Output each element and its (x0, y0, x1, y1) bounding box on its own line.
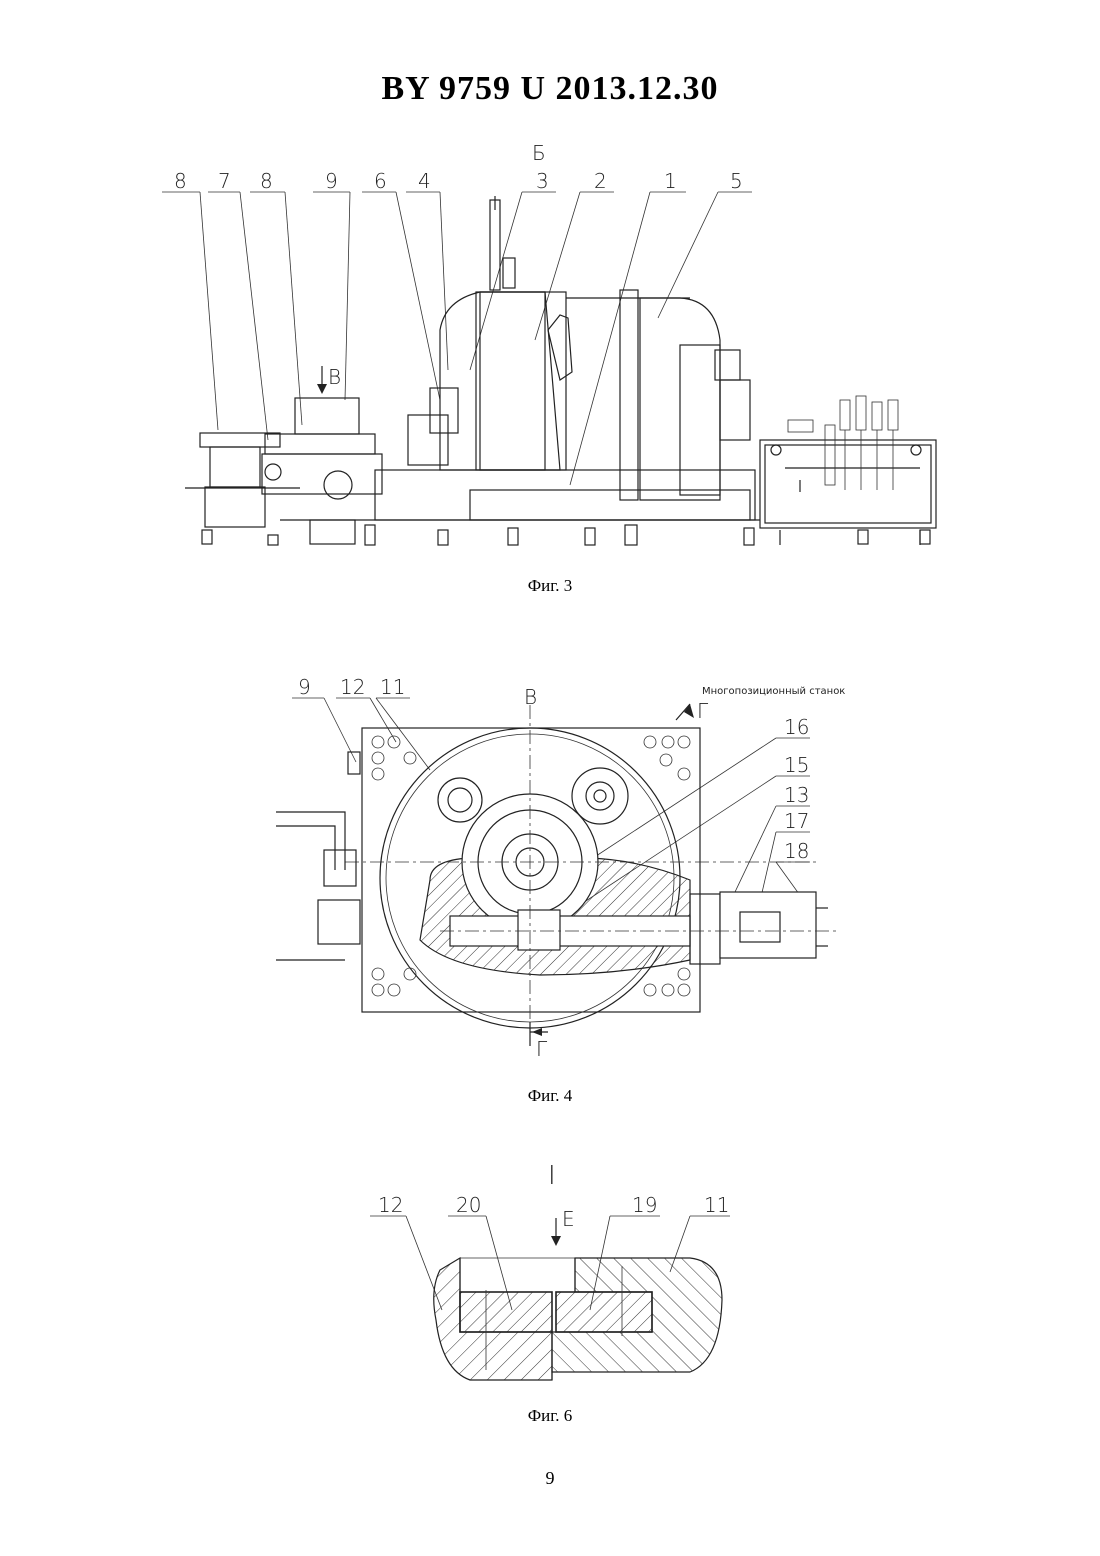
page-number: 9 (0, 1468, 1100, 1489)
callout: 8 (260, 169, 273, 193)
machine-note: Многопозиционный станок (702, 686, 845, 697)
callout: 11 (704, 1193, 729, 1217)
figure-3-drawing: Б 8 7 8 9 6 4 3 2 1 5 В (0, 130, 1100, 560)
svg-text:Е: Е (562, 1207, 575, 1231)
callout: 19 (632, 1193, 657, 1217)
svg-text:Г: Г (697, 699, 709, 723)
callout: 11 (380, 675, 405, 699)
callout: 9 (325, 169, 338, 193)
callout: 17 (784, 809, 809, 833)
callout: 5 (730, 169, 743, 193)
view-label-b: Б (532, 141, 546, 165)
callout: 8 (174, 169, 187, 193)
callout: 12 (340, 675, 365, 699)
view-arrow-v: В (317, 365, 341, 394)
figure-6-drawing: I Е 12 20 19 11 (0, 1150, 1100, 1400)
part-19 (556, 1292, 652, 1332)
callout: 3 (536, 169, 549, 193)
section-marker-top: Г (676, 699, 709, 723)
detail-label: I (548, 1161, 556, 1191)
view-label-v: В (524, 685, 537, 709)
fig3-caption: Фиг. 3 (0, 576, 1100, 596)
callout: 9 (298, 675, 311, 699)
tool-heads (788, 396, 898, 490)
pneumatic-valves (276, 752, 360, 960)
part-20 (460, 1292, 552, 1332)
fig3-callouts: 8 7 8 9 6 4 3 2 1 5 (174, 169, 743, 193)
callout: 18 (784, 839, 809, 863)
callout: 6 (374, 169, 387, 193)
callout: 4 (418, 169, 431, 193)
document-header: BY 9759 U 2013.12.30 (0, 70, 1100, 108)
fig6-caption: Фиг. 6 (0, 1406, 1100, 1426)
callout: 13 (784, 783, 809, 807)
callout: 15 (784, 753, 809, 777)
callout: 20 (456, 1193, 481, 1217)
callout: 7 (218, 169, 231, 193)
svg-text:В: В (328, 365, 341, 389)
callout: 2 (594, 169, 607, 193)
view-arrow-e: Е (551, 1207, 575, 1246)
callout: 1 (664, 169, 677, 193)
callout: 16 (784, 715, 809, 739)
callout: 12 (378, 1193, 403, 1217)
fig6-callouts: 12 20 19 11 (378, 1193, 729, 1217)
fig3-leaders (162, 192, 752, 485)
figure-4-drawing: В Многопозиционный станок Г 9 12 11 16 1… (0, 670, 1100, 1070)
fig4-caption: Фиг. 4 (0, 1086, 1100, 1106)
svg-text:Г: Г (536, 1037, 548, 1061)
